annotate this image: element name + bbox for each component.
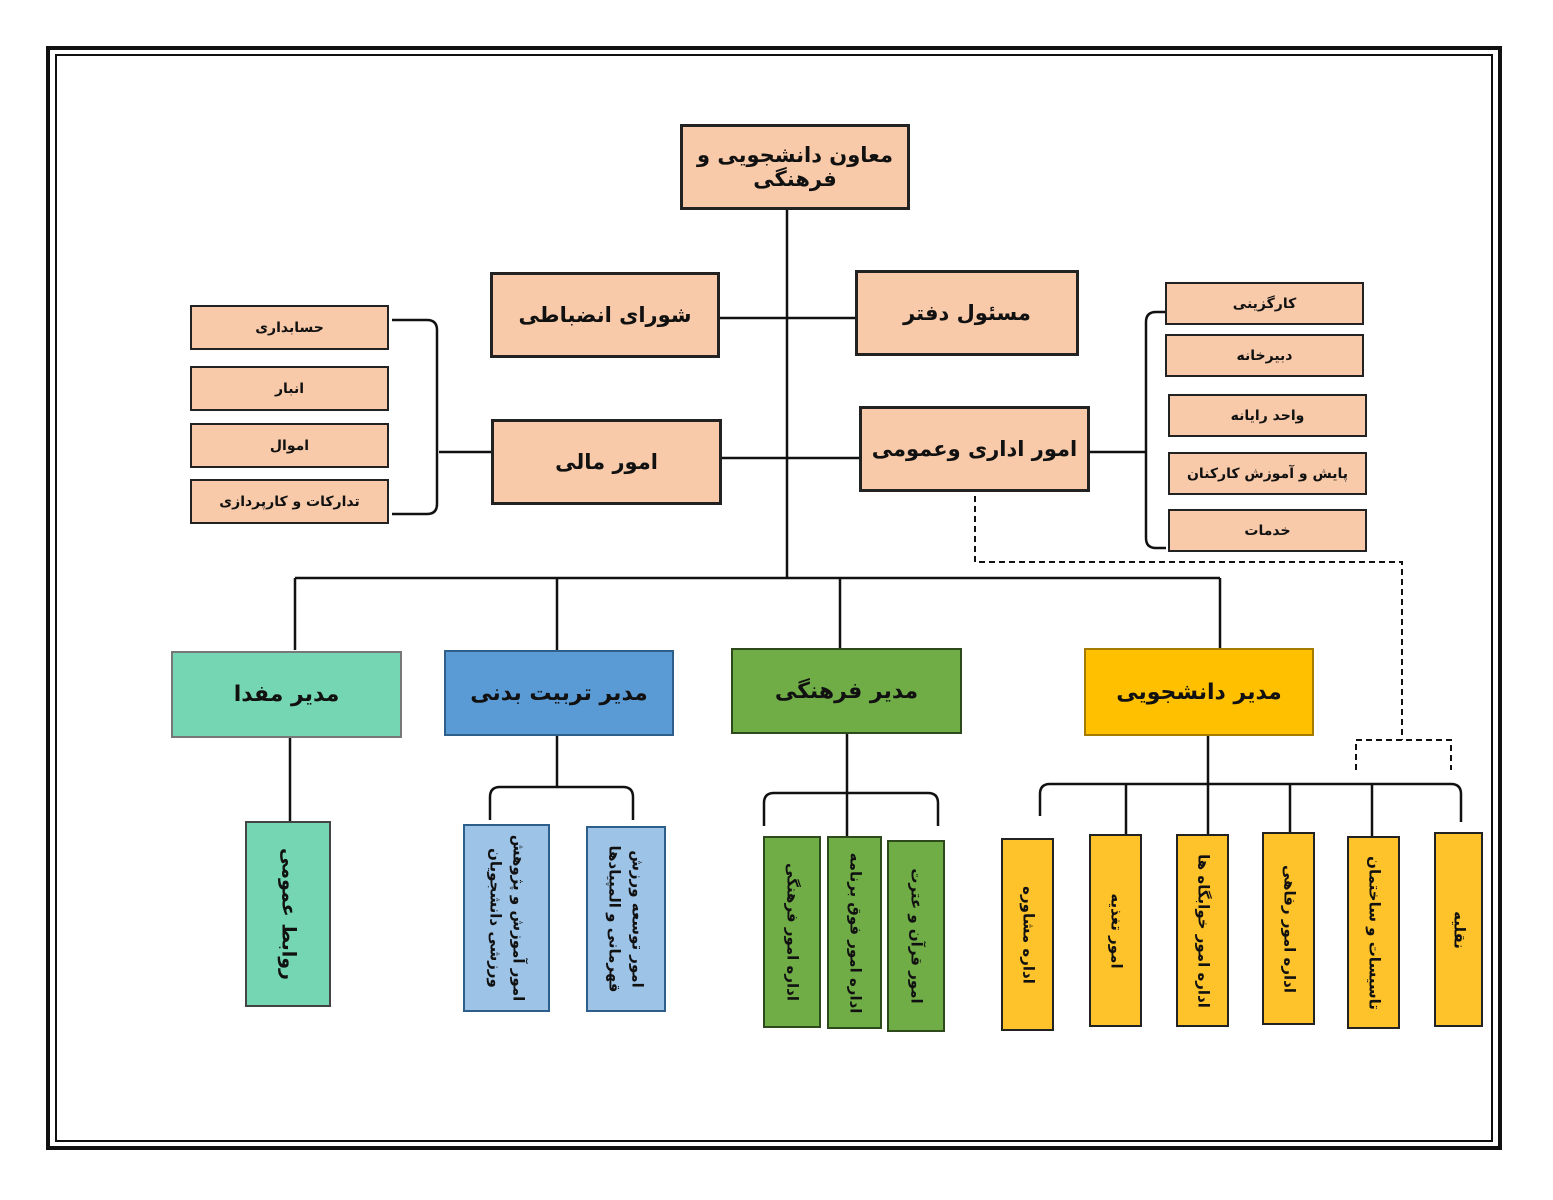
deputy-box: معاون دانشجویی و فرهنگی	[680, 124, 910, 210]
finance-unit-label: تدارکات و کارپردازی	[219, 493, 360, 510]
physical-unit: امور توسعه ورزش قهرمانی و المپیادها	[586, 826, 666, 1012]
manager-cultural-box: مدیر فرهنگی	[731, 648, 962, 734]
admin-unit-label: خدمات	[1244, 522, 1291, 539]
student-unit: تاسیسات و ساختمان	[1347, 836, 1400, 1029]
finance-unit-label: انبار	[274, 380, 305, 397]
finance-label: امور مالی	[555, 450, 658, 474]
student-unit: اداره امور رفاهی	[1262, 832, 1315, 1025]
finance-box: امور مالی	[491, 419, 722, 505]
outer-frame	[46, 46, 1502, 1150]
admin-unit: پایش و آموزش کارکنان	[1168, 452, 1367, 495]
student-unit-label: امور تغذیه	[1106, 892, 1125, 969]
cultural-unit: اداره امور فوق برنامه	[827, 836, 882, 1029]
student-unit-label: اداره مشاوره	[1018, 885, 1037, 984]
student-unit: نقلیه	[1434, 832, 1483, 1027]
student-unit: اداره امور خوابگاه ها	[1176, 834, 1229, 1027]
mofada-unit: روابط عمومی	[245, 821, 331, 1007]
finance-unit-label: حسابداری	[255, 319, 324, 336]
cultural-unit: امور قرآن و عترت	[887, 840, 945, 1032]
admin-unit-label: واحد رایانه	[1230, 407, 1305, 424]
admin-unit: کارگزینی	[1165, 282, 1364, 325]
admin-unit: خدمات	[1168, 509, 1367, 552]
manager-physical-education-label: مدیر تربیت بدنی	[470, 680, 648, 706]
physical-unit-label: امور آموزش و پژوهش ورزشی دانشجویان	[486, 834, 528, 1002]
manager-cultural-label: مدیر فرهنگی	[774, 678, 919, 704]
manager-physical-education-box: مدیر تربیت بدنی	[444, 650, 674, 736]
mofada-unit-label: روابط عمومی	[277, 848, 300, 980]
inner-frame	[55, 54, 1493, 1142]
finance-unit: تدارکات و کارپردازی	[190, 479, 389, 524]
cultural-unit-label: اداره امور فوق برنامه	[845, 852, 864, 1013]
student-unit-label: اداره امور رفاهی	[1279, 864, 1298, 993]
admin-unit: واحد رایانه	[1168, 394, 1367, 437]
finance-unit: انبار	[190, 366, 389, 411]
finance-unit: حسابداری	[190, 305, 389, 350]
manager-mofada-box: مدیر مفدا	[171, 651, 402, 738]
admin-box: امور اداری وعمومی	[859, 406, 1090, 492]
admin-unit: دبیرخانه	[1165, 334, 1364, 377]
physical-unit: امور آموزش و پژوهش ورزشی دانشجویان	[463, 824, 550, 1012]
admin-unit-label: دبیرخانه	[1236, 347, 1293, 364]
office-manager-box: مسئول دفتر	[855, 270, 1079, 356]
deputy-label: معاون دانشجویی و فرهنگی	[696, 143, 894, 191]
finance-unit: اموال	[190, 423, 389, 468]
finance-unit-label: اموال	[269, 437, 310, 454]
student-unit: اداره مشاوره	[1001, 838, 1054, 1031]
office-manager-label: مسئول دفتر	[903, 301, 1031, 325]
discipline-council-label: شورای انضباطی	[518, 303, 692, 327]
admin-unit-label: کارگزینی	[1232, 295, 1297, 312]
manager-student-box: مدیر دانشجویی	[1084, 648, 1314, 736]
admin-unit-label: پایش و آموزش کارکنان	[1186, 465, 1349, 482]
manager-mofada-label: مدیر مفدا	[233, 682, 340, 707]
student-unit-label: تاسیسات و ساختمان	[1364, 855, 1383, 1010]
cultural-unit: اداره امور فرهنگی	[763, 836, 821, 1028]
discipline-council-box: شورای انضباطی	[490, 272, 720, 358]
cultural-unit-label: اداره امور فرهنگی	[783, 863, 802, 1001]
student-unit: امور تغذیه	[1089, 834, 1142, 1027]
physical-unit-label: امور توسعه ورزش قهرمانی و المپیادها	[606, 845, 647, 993]
admin-label: امور اداری وعمومی	[871, 437, 1078, 461]
student-unit-label: نقلیه	[1449, 910, 1468, 949]
cultural-unit-label: امور قرآن و عترت	[907, 868, 926, 1004]
student-unit-label: اداره امور خوابگاه ها	[1193, 853, 1212, 1008]
manager-student-label: مدیر دانشجویی	[1116, 679, 1282, 705]
